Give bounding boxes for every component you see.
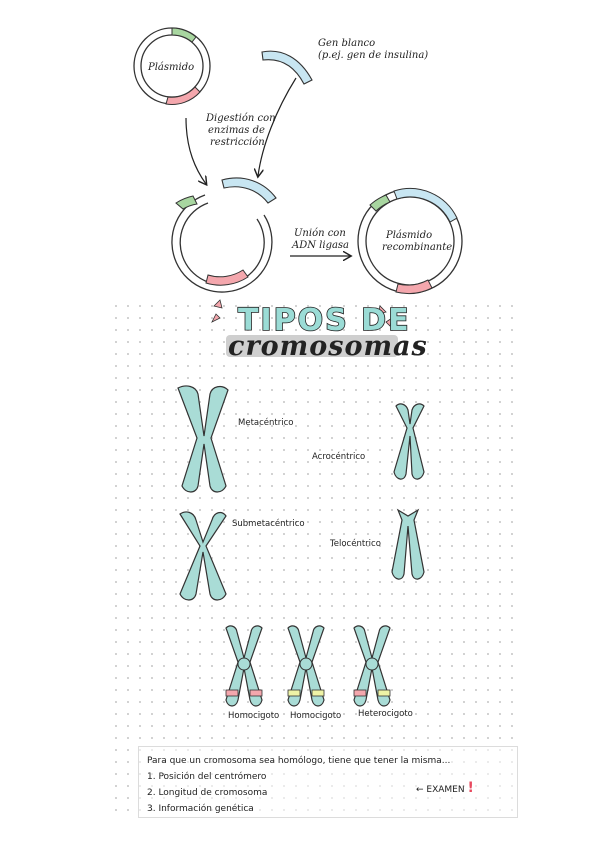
label-submetacentrico: Submetacéntrico xyxy=(232,518,305,529)
pair-homocigoto-1: Homocigoto xyxy=(225,625,279,721)
digestion-line3: restricción xyxy=(210,137,265,148)
pair-heterocigoto: Heterocigoto xyxy=(353,625,413,719)
notes-item-3: 3. Información genética xyxy=(147,804,254,814)
exam-marker: ← EXAMEN ! xyxy=(416,780,474,796)
label-homocigoto-2: Homocigoto xyxy=(290,711,341,721)
arrow-digestion-plasmid xyxy=(185,117,206,184)
title-block: TIPOS DE cromosomas xyxy=(211,299,428,362)
label-metacentrico: Metacéntrico xyxy=(238,417,293,428)
exam-label: ← EXAMEN xyxy=(416,785,465,795)
digestion-line2: enzimas de xyxy=(208,125,265,136)
arrow-gene-down xyxy=(258,77,297,176)
plasmid-label: Plásmido xyxy=(147,62,194,73)
recombinant-gene-pink xyxy=(395,279,433,295)
chromosome-telocentric: Telocéntrico xyxy=(329,508,425,580)
opened-gene-green xyxy=(175,195,198,210)
notes-item-1: 1. Posición del centrómero xyxy=(147,772,267,782)
homologous-notes: Para que un cromosoma sea homólogo, tien… xyxy=(138,746,518,818)
chromosome-metacentric: Metacéntrico xyxy=(177,385,293,493)
chromosome-submetacentric: Submetacéntrico xyxy=(179,511,305,601)
digestion-line1: Digestión con xyxy=(205,113,276,124)
plasmid-gene-pink xyxy=(165,86,201,105)
chromosome-acrocentric: Acrocéntrico xyxy=(312,403,425,480)
union-line2: ADN ligasa xyxy=(291,240,349,251)
union-line1: Unión con xyxy=(294,228,346,239)
dotted-grid-background xyxy=(110,300,520,820)
plasmid-opened xyxy=(171,177,277,293)
title-line2: cromosomas xyxy=(228,331,428,362)
notes-intro: Para que un cromosoma sea homólogo, tien… xyxy=(147,756,451,766)
plasmid-recombinant: Plásmido recombinante xyxy=(357,187,463,295)
recombinant-line1: Plásmido xyxy=(385,230,432,241)
recombinant-gene-green xyxy=(369,194,391,212)
recombinant-gene-blue xyxy=(393,187,458,223)
notes-item-2: 2. Longitud de cromosoma xyxy=(147,788,268,798)
inserting-gene xyxy=(221,177,277,204)
recombinant-line2: recombinante xyxy=(382,242,452,253)
decor-petals-right xyxy=(377,305,393,327)
exclamation-icon: ! xyxy=(467,780,474,796)
plasmid-gene-green xyxy=(171,27,197,43)
opened-gene-pink xyxy=(205,269,249,286)
label-telocentrico: Telocéntrico xyxy=(329,538,381,549)
gene-label-line1: Gen blanco xyxy=(318,38,375,49)
decor-petals-left xyxy=(211,299,223,323)
label-heterocigoto: Heterocigoto xyxy=(358,709,413,719)
plasmid-original: Plásmido xyxy=(133,27,211,105)
pair-homocigoto-2: Homocigoto xyxy=(287,625,341,721)
label-acrocentrico: Acrocéntrico xyxy=(312,451,365,462)
label-homocigoto-1: Homocigoto xyxy=(228,711,279,721)
title-line1: TIPOS DE xyxy=(238,303,411,338)
gene-label-line2: (p.ej. gen de insulina) xyxy=(318,50,428,61)
title-highlight xyxy=(226,335,398,357)
target-gene: Gen blanco (p.ej. gen de insulina) xyxy=(261,38,428,85)
